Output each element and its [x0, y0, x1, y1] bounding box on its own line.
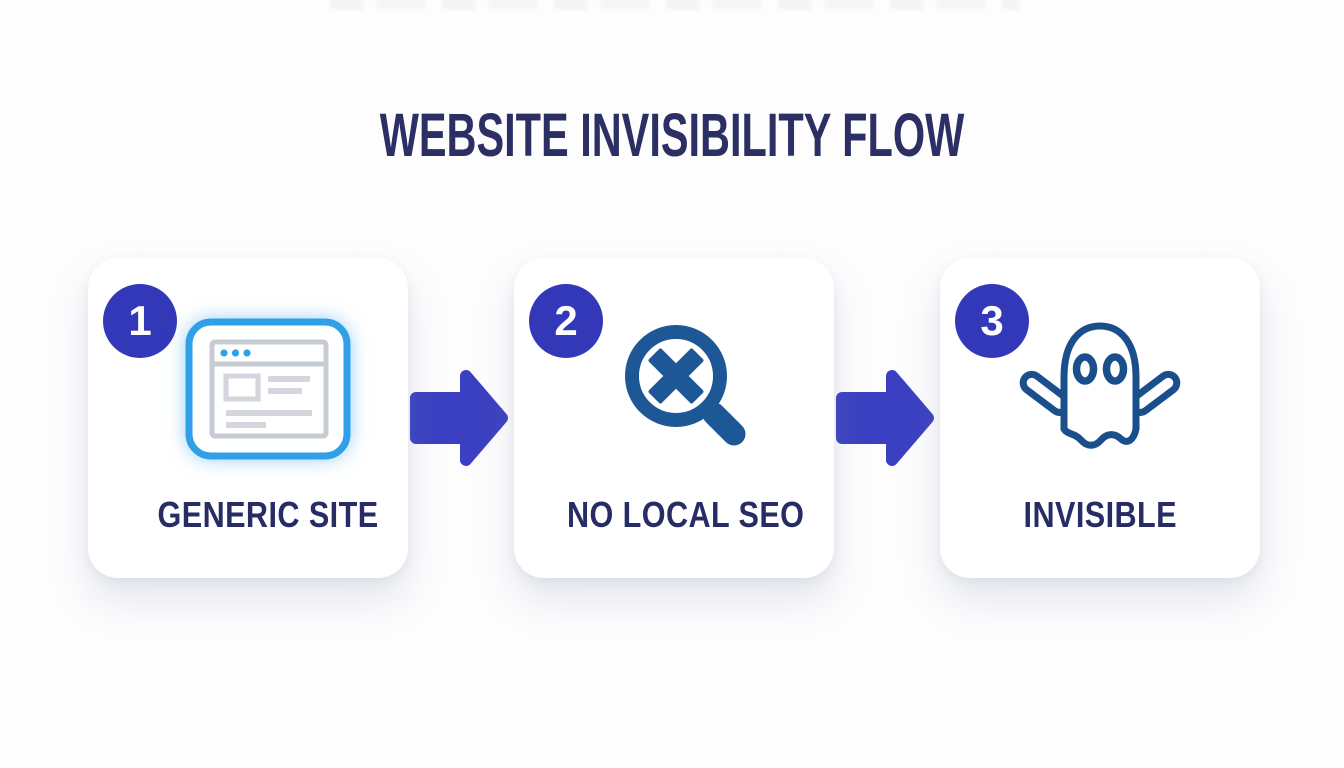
step-label: NO LOCAL SEO — [567, 494, 805, 535]
cropped-text-artifact — [330, 0, 1020, 10]
step-icon-wrap — [526, 258, 846, 494]
flow-row: 1 GENERIC SITE — [88, 258, 1260, 578]
page-title: WEBSITE INVISIBILITY FLOW — [379, 101, 965, 169]
arrow-right-icon — [836, 370, 934, 466]
search-x-icon — [624, 325, 745, 446]
arrow-right-icon — [410, 370, 508, 466]
step-card-generic-site: 1 GENERIC SITE — [88, 258, 408, 578]
step-icon-wrap — [108, 258, 428, 494]
step-number-badge: 2 — [529, 284, 603, 358]
step-label: GENERIC SITE — [157, 494, 379, 535]
step-card-invisible: 3 INVISIBLE — [940, 258, 1260, 578]
step-number-badge: 3 — [955, 284, 1029, 358]
flow-connector — [408, 360, 514, 476]
flow-connector — [834, 360, 940, 476]
ghost-icon — [1019, 322, 1181, 449]
step-icon-wrap — [940, 258, 1260, 494]
step-card-no-local-seo: 2 NO LOCAL SEO — [514, 258, 834, 578]
browser-window-icon — [185, 318, 351, 460]
step-label: INVISIBLE — [1023, 494, 1177, 535]
step-number-badge: 1 — [103, 284, 177, 358]
